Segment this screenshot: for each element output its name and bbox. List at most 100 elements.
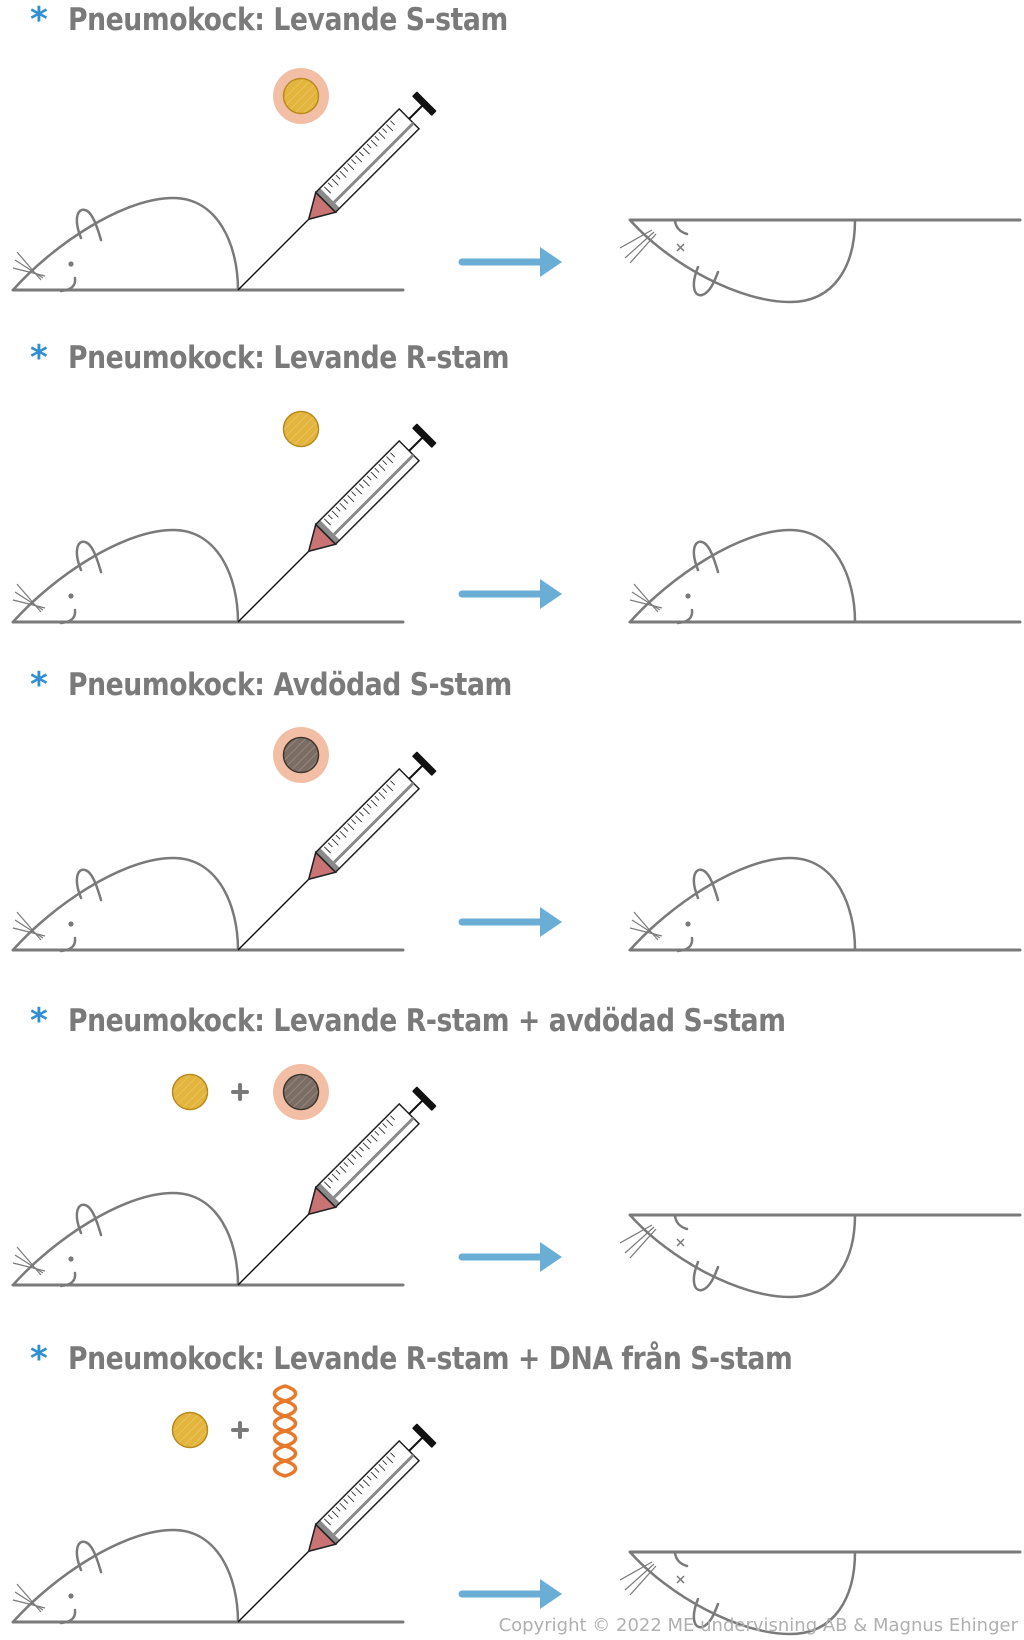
mouse-whiskers xyxy=(619,229,657,264)
alive-mouse xyxy=(11,1191,405,1288)
mouse-whiskers xyxy=(12,911,46,941)
mouse-body xyxy=(629,219,857,304)
heading-1: * Pneumokock: Levande S-stam xyxy=(30,2,579,38)
dead-mouse xyxy=(619,1213,1022,1299)
mouse-body xyxy=(12,1528,240,1623)
heading-title: Pneumokock: Levande R-stam xyxy=(68,340,510,376)
experiment-3 xyxy=(11,727,1022,953)
copyright-text: Copyright © 2022 ME undervisning AB & Ma… xyxy=(498,1615,1018,1636)
mouse-whiskers xyxy=(12,251,46,281)
mouse-ear xyxy=(75,1540,103,1574)
syringe-plunger xyxy=(408,1436,424,1452)
alive-mouse xyxy=(628,528,1022,625)
heading-title: Pneumokock: Avdödad S-stam xyxy=(68,667,512,703)
mouse-eye xyxy=(68,1593,74,1599)
heading-4: * Pneumokock: Levande R-stam + avdödad S… xyxy=(30,1003,902,1039)
mouse-eye xyxy=(68,593,74,599)
syringe-needle xyxy=(237,218,310,291)
syringe-plunger xyxy=(408,1099,424,1115)
mouse-ear xyxy=(692,265,720,297)
alive-mouse xyxy=(11,856,405,953)
asterisk-icon: * xyxy=(30,0,48,40)
syringe-plunger xyxy=(408,104,424,120)
asterisk-icon: * xyxy=(30,665,48,705)
dna-icon xyxy=(272,1384,298,1478)
mouse-ear xyxy=(692,1597,720,1629)
experiment-1 xyxy=(11,68,1022,304)
mouse-whiskers xyxy=(629,583,663,613)
mouse-ear xyxy=(75,1203,103,1237)
dead-mouse xyxy=(619,218,1022,304)
heading-title: Pneumokock: Levande R-stam + DNA från S-… xyxy=(68,1341,793,1377)
arrow-right-icon xyxy=(458,579,562,609)
mouse-whiskers xyxy=(12,1583,46,1613)
experiment-5 xyxy=(11,1384,1022,1636)
asterisk-icon: * xyxy=(30,338,48,378)
experiment-4 xyxy=(11,1064,1022,1299)
arrow-right-icon xyxy=(458,907,562,937)
syringe-handle xyxy=(412,751,437,776)
mouse-ear xyxy=(75,540,103,574)
alive-mouse xyxy=(11,196,405,293)
syringe-handle xyxy=(412,91,437,116)
mouse-mouth xyxy=(673,1214,689,1231)
asterisk-icon: * xyxy=(30,1339,48,1379)
syringe-barrel xyxy=(314,107,421,214)
heading-title: Pneumokock: Levande S-stam xyxy=(68,2,508,38)
arrow-right-icon xyxy=(458,247,562,277)
alive-mouse xyxy=(628,856,1022,953)
syringe-barrel xyxy=(314,767,421,874)
syringe-needle xyxy=(237,550,310,623)
syringe-needle xyxy=(237,1213,310,1286)
mouse-eye xyxy=(685,921,691,927)
alive-mouse xyxy=(11,528,405,625)
mouse-body xyxy=(629,1214,857,1299)
syringe-barrel xyxy=(314,1102,421,1209)
syringe-plunger xyxy=(408,764,424,780)
heading-title: Pneumokock: Levande R-stam + avdödad S-s… xyxy=(68,1003,786,1039)
mouse-whiskers xyxy=(629,911,663,941)
syringe-handle xyxy=(412,423,437,448)
mouse-body xyxy=(12,856,240,951)
syringe-icon xyxy=(237,91,437,291)
mouse-whiskers xyxy=(12,583,46,613)
experiment-2 xyxy=(11,410,1022,625)
syringe-handle xyxy=(412,1423,437,1448)
mouse-eye xyxy=(68,921,74,927)
dead-eye-icon xyxy=(676,1238,685,1247)
mouse-body xyxy=(629,528,857,623)
mouse-body xyxy=(629,1551,857,1636)
heading-5: * Pneumokock: Levande R-stam + DNA från … xyxy=(30,1341,910,1377)
mouse-ear xyxy=(75,868,103,902)
alive-mouse xyxy=(11,1528,405,1625)
arrow-right-icon xyxy=(458,1242,562,1272)
mouse-body xyxy=(12,1191,240,1286)
mouse-ear xyxy=(75,208,103,242)
syringe-barrel xyxy=(314,439,421,546)
arrow-right-icon xyxy=(458,1579,562,1609)
syringe-icon xyxy=(237,423,437,623)
syringe-needle xyxy=(237,1550,310,1623)
mouse-whiskers xyxy=(619,1224,657,1259)
mouse-eye xyxy=(68,261,74,267)
heading-2: * Pneumokock: Levande R-stam xyxy=(30,340,581,376)
syringe-barrel xyxy=(314,1439,421,1546)
dead-mouse xyxy=(619,1550,1022,1636)
mouse-whiskers xyxy=(12,1246,46,1276)
mouse-body xyxy=(12,196,240,291)
asterisk-icon: * xyxy=(30,1001,48,1041)
syringe-icon xyxy=(237,1086,437,1286)
mouse-ear xyxy=(692,540,720,574)
plus-icon xyxy=(231,1421,249,1439)
mouse-body xyxy=(629,856,857,951)
dead-eye-icon xyxy=(676,243,685,252)
mouse-mouth xyxy=(673,1551,689,1568)
syringe-handle xyxy=(412,1086,437,1111)
mouse-ear xyxy=(692,868,720,902)
syringe-icon xyxy=(237,1423,437,1623)
mouse-eye xyxy=(68,1256,74,1262)
mouse-mouth xyxy=(673,219,689,236)
mouse-body xyxy=(12,528,240,623)
syringe-needle xyxy=(237,878,310,951)
